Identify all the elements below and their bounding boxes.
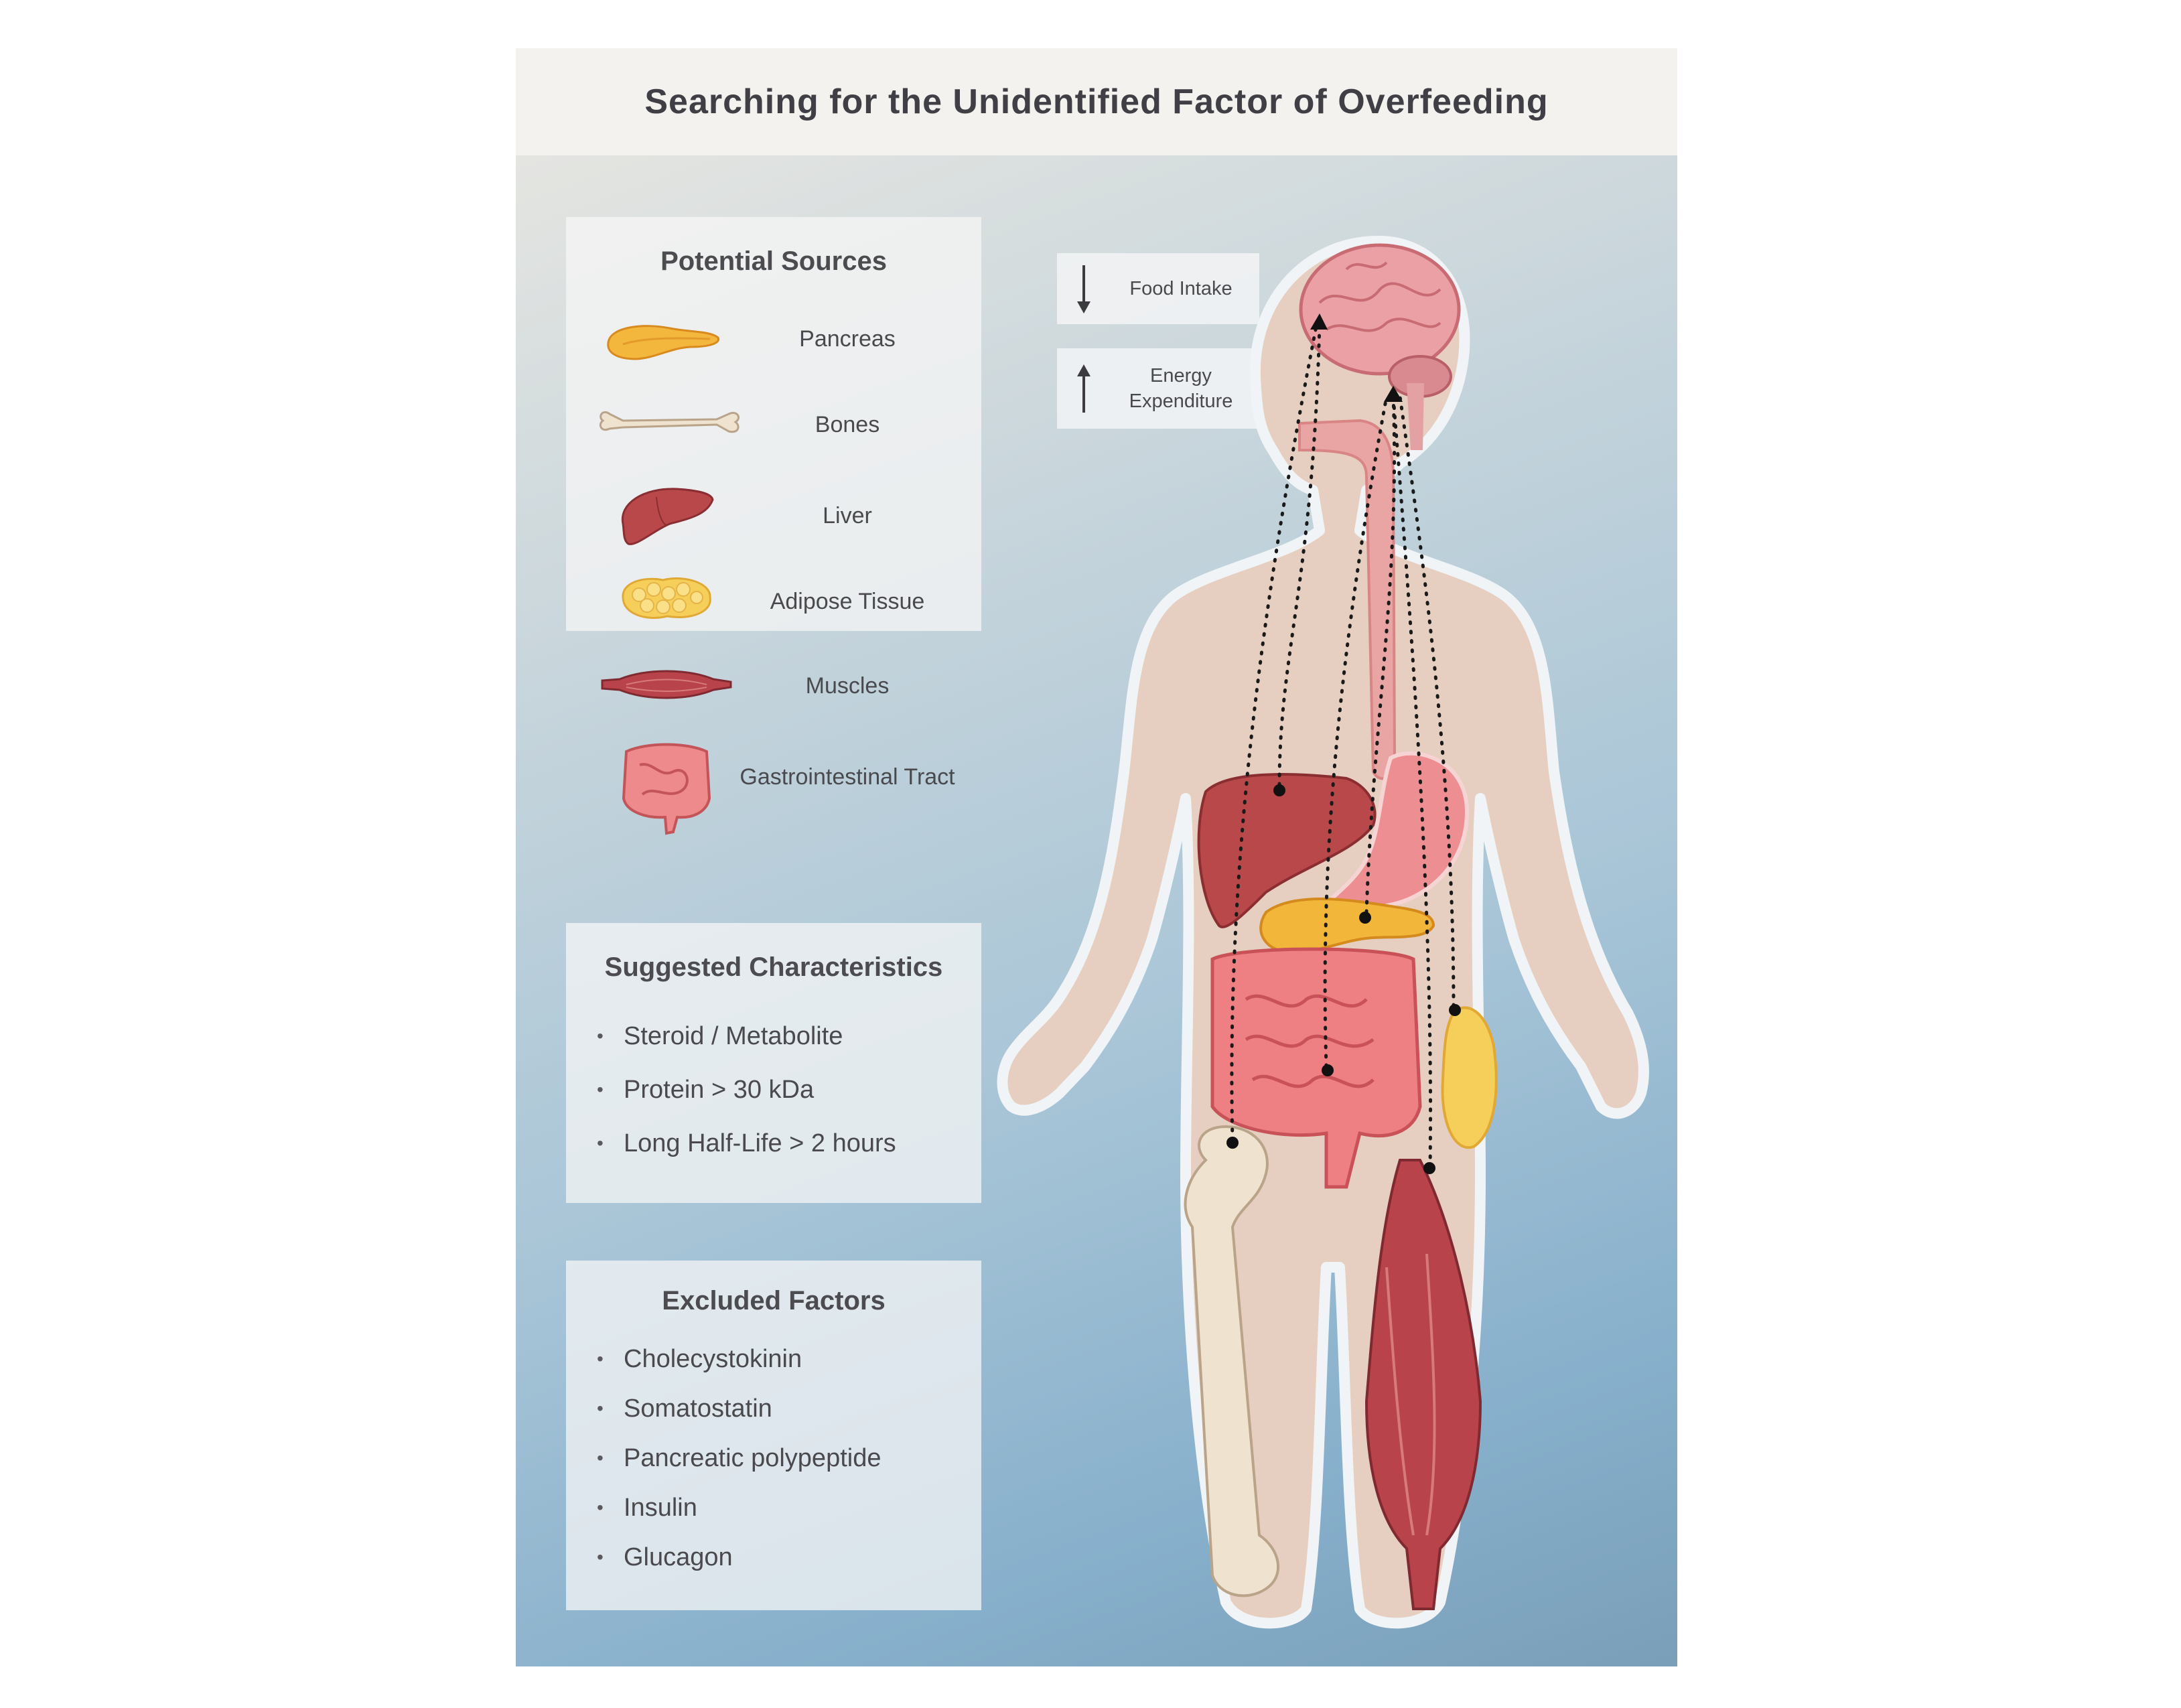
bullet-icon: •: [597, 1348, 604, 1369]
list-item: • Protein > 30 kDa: [597, 1073, 814, 1107]
excluded-factor-text: Pancreatic polypeptide: [624, 1443, 882, 1472]
liver-icon: [621, 488, 714, 545]
bullet-icon: •: [597, 1447, 604, 1468]
bullet-icon: •: [597, 1025, 604, 1046]
excluded-factors-panel: Excluded Factors • Cholecystokinin • Som…: [566, 1261, 981, 1610]
source-label-pancreas: Pancreas: [799, 326, 896, 352]
excluded-factor-text: Glucagon: [624, 1543, 733, 1571]
potential-sources-panel: Potential Sources Pancreas Bones Liver: [566, 217, 981, 631]
bone-icon: [599, 411, 740, 433]
source-label-adipose-tissue: Adipose Tissue: [770, 589, 925, 614]
excluded-factors-heading: Excluded Factors: [662, 1286, 886, 1315]
list-item: • Pancreatic polypeptide: [597, 1441, 881, 1475]
adipose-tissue: [1441, 1006, 1498, 1149]
title-bar: Searching for the Unidentified Factor of…: [516, 48, 1677, 155]
source-label-liver: Liver: [823, 503, 872, 528]
signal-arrowhead: [1310, 313, 1328, 330]
legend-food-intake: Food Intake: [1057, 253, 1259, 324]
intestine-icon: [622, 743, 711, 835]
adipose-icon: [622, 577, 711, 619]
characteristic-text: Long Half-Life > 2 hours: [624, 1129, 896, 1157]
brain: [1299, 243, 1461, 450]
source-label-gastrointestinal-tract: Gastrointestinal Tract: [740, 764, 955, 790]
characteristic-text: Steroid / Metabolite: [624, 1021, 843, 1050]
pancreas-icon: [607, 325, 720, 360]
source-label-bones: Bones: [815, 412, 880, 437]
characteristic-text: Protein > 30 kDa: [624, 1075, 815, 1104]
list-item: • Steroid / Metabolite: [597, 1019, 843, 1053]
bullet-icon: •: [597, 1079, 604, 1100]
excluded-factor-text: Insulin: [624, 1493, 697, 1522]
muscle-icon: [601, 670, 732, 699]
list-item: • Cholecystokinin: [597, 1342, 802, 1376]
signal-arrowhead: [1384, 386, 1403, 402]
excluded-factor-text: Cholecystokinin: [624, 1344, 802, 1373]
human-body-figure: [997, 236, 1649, 1629]
list-item: • Insulin: [597, 1491, 697, 1524]
potential-sources-heading: Potential Sources: [660, 246, 887, 276]
source-label-muscles: Muscles: [805, 673, 890, 699]
femur-bone: [1184, 1125, 1279, 1597]
page-title: Searching for the Unidentified Factor of…: [644, 82, 1549, 121]
bullet-icon: •: [597, 1547, 604, 1567]
thigh-muscle: [1364, 1159, 1482, 1610]
legend-energy-expenditure: Energy Expenditure: [1057, 348, 1259, 429]
excluded-factor-text: Somatostatin: [624, 1394, 772, 1423]
list-item: • Somatostatin: [597, 1392, 772, 1425]
bullet-icon: •: [597, 1497, 604, 1518]
intestines: [1210, 947, 1422, 1189]
list-item: • Glucagon: [597, 1541, 733, 1574]
suggested-characteristics-panel: Suggested Characteristics • Steroid / Me…: [566, 923, 981, 1203]
list-item: • Long Half-Life > 2 hours: [597, 1127, 896, 1160]
arrow-down-icon: [1077, 265, 1090, 313]
bullet-icon: •: [597, 1133, 604, 1153]
arrow-up-icon: [1077, 364, 1090, 413]
legend-label-energy-expenditure: Energy Expenditure: [1129, 365, 1233, 412]
infographic-poster: Searching for the Unidentified Factor of…: [516, 48, 1677, 1666]
suggested-characteristics-heading: Suggested Characteristics: [604, 952, 943, 982]
bullet-icon: •: [597, 1398, 604, 1419]
legend-label-food-intake: Food Intake: [1129, 278, 1233, 299]
